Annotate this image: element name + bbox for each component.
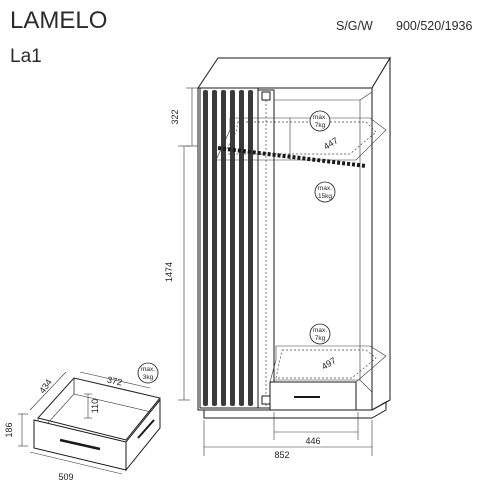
- wardrobe-side: [371, 56, 391, 411]
- drawer-handle: [59, 438, 101, 451]
- drawer-runner: [137, 419, 155, 439]
- drawer-height-label: 186: [4, 422, 14, 437]
- slatted-door: [199, 87, 275, 409]
- dim-total-width: 852: [203, 420, 373, 460]
- dim-body-height: 1474: [164, 145, 190, 401]
- drawer-side: [125, 398, 161, 472]
- badge-drawer: max. 3kg: [137, 362, 159, 384]
- hinge-bottom: [261, 395, 271, 405]
- top-height-label: 322: [170, 109, 180, 124]
- body-height-label: 1474: [164, 262, 174, 282]
- badge-top-shelf: max. 7kg: [309, 110, 331, 132]
- wardrobe-top: [197, 57, 391, 89]
- dims-label: S/G/W: [336, 19, 373, 33]
- product-title: LAMELO: [10, 7, 107, 34]
- badge-bottom-shelf: max. 7kg: [309, 323, 331, 345]
- inner-width-label: 446: [305, 436, 320, 446]
- svg-text:max.: max.: [318, 185, 332, 192]
- badge-hanging-rail: max. 15kg: [314, 181, 336, 203]
- drawer-inner-height-label: 110: [90, 399, 100, 413]
- svg-text:max.: max.: [313, 114, 327, 121]
- drawer-detail: 110 434 372 186 509: [4, 371, 161, 482]
- svg-text:3kg: 3kg: [143, 374, 154, 381]
- svg-text:15kg: 15kg: [318, 193, 332, 200]
- dim-inner-width: 446: [273, 412, 359, 446]
- drawer-inner-width-label: 372: [106, 375, 123, 388]
- top-shelf-surface: [215, 117, 387, 161]
- total-width-label: 852: [274, 450, 289, 460]
- hinge-top: [261, 91, 271, 101]
- dims-value: 900/520/1936: [396, 19, 473, 33]
- svg-text:max.: max.: [141, 366, 155, 373]
- svg-text:max.: max.: [313, 327, 327, 334]
- inner-drawer: [269, 381, 357, 411]
- svg-text:7kg: 7kg: [315, 335, 326, 342]
- dim-top-height: 322: [170, 87, 198, 147]
- drawer-width-label: 509: [58, 472, 73, 482]
- drawer-depth-label: 434: [37, 377, 54, 395]
- model-code: La1: [10, 46, 42, 67]
- svg-text:7kg: 7kg: [315, 122, 326, 129]
